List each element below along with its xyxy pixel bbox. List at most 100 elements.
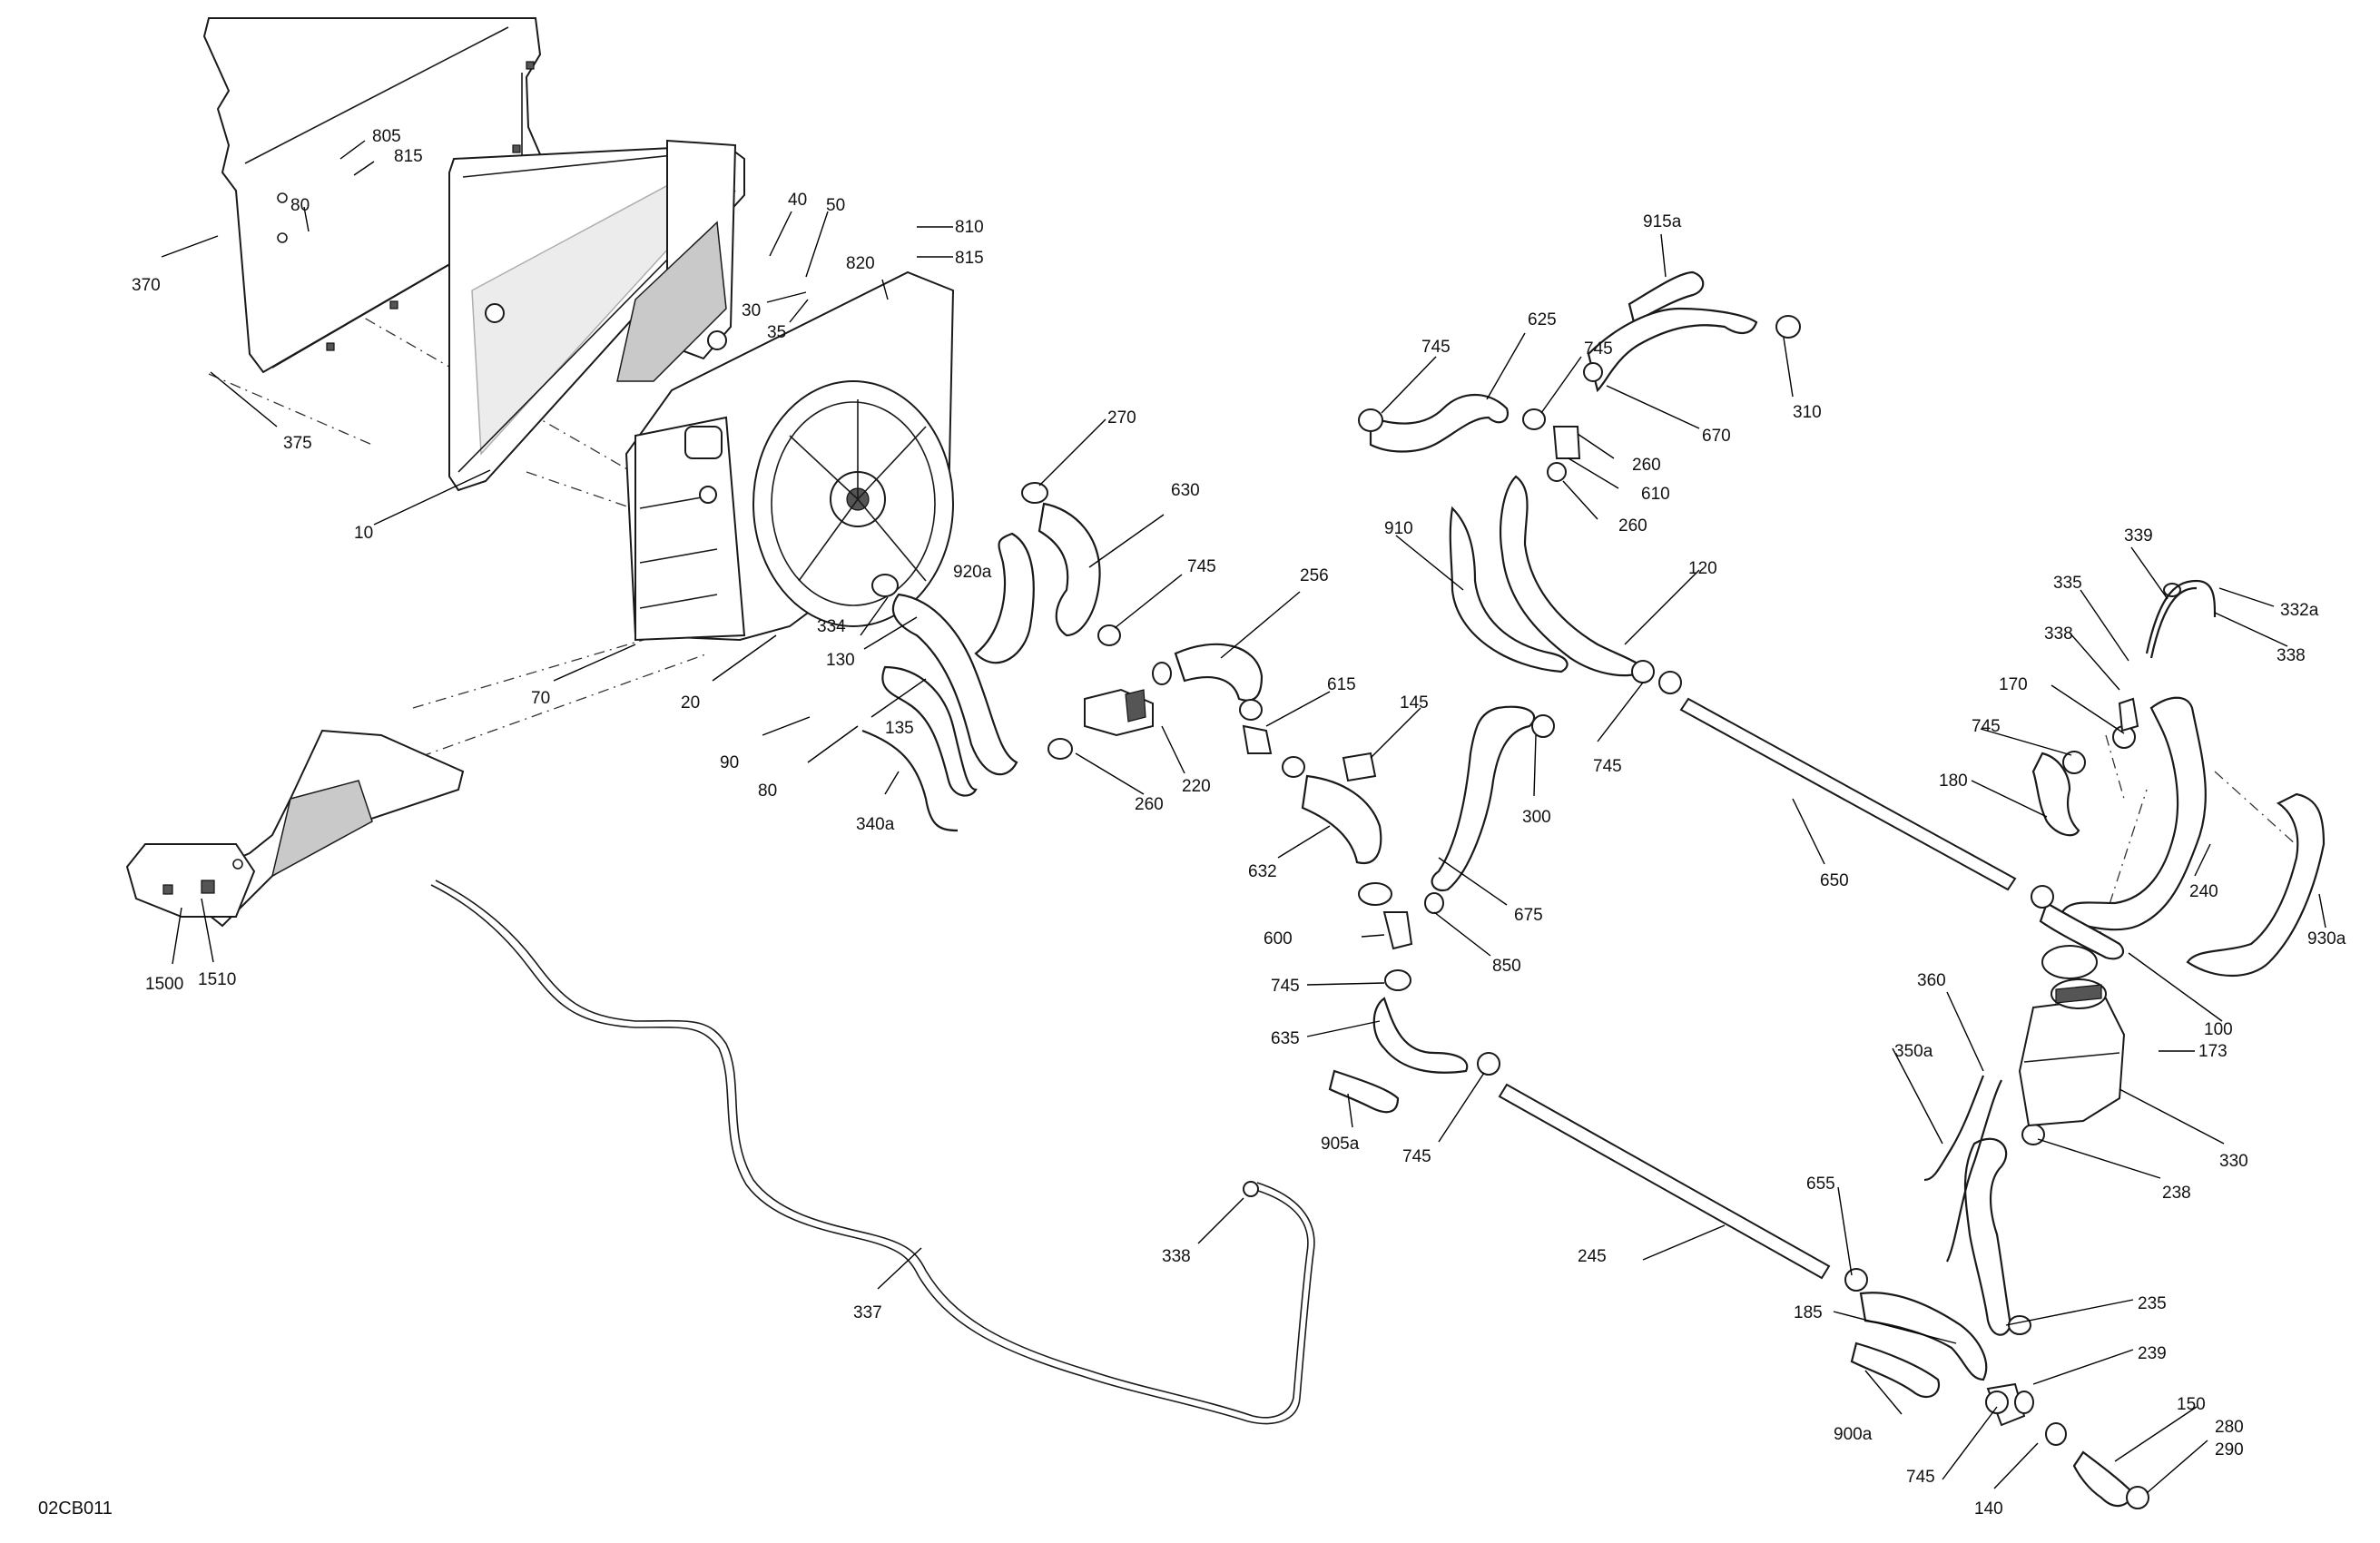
hose-905a: [1328, 1069, 1400, 1114]
hose-900a: [1850, 1342, 1941, 1399]
callout-745: 745: [1906, 1468, 1935, 1487]
callout-135: 135: [885, 719, 914, 738]
callout-220: 220: [1182, 777, 1211, 796]
lower-mounting-bracket: [125, 729, 465, 928]
callout-338: 338: [1162, 1247, 1191, 1266]
callout-130: 130: [826, 651, 855, 670]
hose-130: [891, 593, 1018, 776]
callout-335: 335: [2053, 574, 2082, 593]
callout-600: 600: [1264, 929, 1293, 948]
hose-632: [1301, 774, 1382, 865]
callout-40: 40: [788, 191, 807, 210]
callout-170: 170: [1999, 675, 2028, 694]
hose-240: [2059, 696, 2207, 931]
callout-260: 260: [1632, 456, 1661, 475]
callout-150: 150: [2177, 1395, 2206, 1414]
callout-850: 850: [1492, 957, 1521, 976]
callout-360: 360: [1917, 971, 1946, 990]
hose-180: [2031, 752, 2080, 837]
callout-256: 256: [1300, 566, 1329, 585]
callout-337: 337: [853, 1303, 882, 1322]
callout-375: 375: [283, 434, 312, 453]
callout-810: 810: [955, 218, 984, 237]
callout-35: 35: [767, 323, 786, 342]
callout-260: 260: [1618, 516, 1647, 536]
callout-310: 310: [1793, 403, 1822, 422]
coolant-reservoir: [2018, 945, 2126, 1127]
callout-80: 80: [758, 781, 777, 801]
callout-745: 745: [1187, 557, 1216, 576]
callout-905a: 905a: [1321, 1135, 1360, 1154]
overflow-tubes: [430, 880, 1315, 1425]
callout-235: 235: [2138, 1294, 2167, 1313]
hose-150: [2072, 1450, 2135, 1508]
callout-20: 20: [681, 693, 700, 713]
callout-610: 610: [1641, 485, 1670, 504]
callout-300: 300: [1522, 808, 1551, 827]
hose-910: [1449, 506, 1569, 673]
callout-615: 615: [1327, 675, 1356, 694]
callout-630: 630: [1171, 481, 1200, 500]
callout-140: 140: [1974, 1499, 2003, 1518]
callout-90: 90: [720, 753, 739, 772]
callout-120: 120: [1688, 559, 1717, 578]
hose-930a: [2186, 792, 2326, 977]
callout-338: 338: [2044, 624, 2073, 644]
callout-labels: 805 815 80 370 375 10 40 50 30 35 820 81…: [38, 127, 2346, 1518]
callout-leaders: [161, 140, 2326, 1494]
callout-745: 745: [1972, 717, 2001, 736]
radiator-core: [448, 139, 745, 492]
callout-920a: 920a: [953, 563, 992, 582]
diagram-code: 02CB011: [38, 1499, 113, 1518]
callout-238: 238: [2162, 1184, 2191, 1203]
callout-270: 270: [1107, 408, 1136, 428]
callout-180: 180: [1939, 772, 1968, 791]
hose-635: [1372, 997, 1469, 1074]
hose-185: [1859, 1292, 1988, 1381]
callout-655: 655: [1806, 1174, 1835, 1194]
callout-900a: 900a: [1834, 1425, 1873, 1444]
callout-650: 650: [1820, 871, 1849, 890]
callout-915a: 915a: [1643, 212, 1682, 231]
callout-173: 173: [2198, 1042, 2228, 1061]
callout-632: 632: [1248, 862, 1277, 881]
callout-1500: 1500: [145, 975, 183, 994]
callout-910: 910: [1384, 519, 1413, 538]
hose-625: [1369, 393, 1510, 453]
coolant-pipes: [1498, 697, 2125, 1280]
callout-334: 334: [817, 617, 846, 636]
callout-745: 745: [1421, 338, 1451, 357]
callout-339: 339: [2124, 526, 2153, 545]
callout-185: 185: [1794, 1303, 1823, 1322]
callout-332a: 332a: [2280, 601, 2319, 620]
callout-745: 745: [1402, 1147, 1431, 1166]
callout-10: 10: [354, 524, 373, 543]
callout-820: 820: [846, 254, 875, 273]
fan-shroud-assembly: [625, 270, 955, 642]
callout-260: 260: [1135, 795, 1164, 814]
callout-350a: 350a: [1894, 1042, 1933, 1061]
callout-340a: 340a: [856, 815, 895, 834]
callout-815: 815: [955, 249, 984, 268]
hose-256: [1174, 643, 1264, 702]
callout-745: 745: [1593, 757, 1622, 776]
callout-145: 145: [1400, 693, 1429, 713]
callout-70: 70: [531, 689, 550, 708]
callout-100: 100: [2204, 1020, 2233, 1039]
callout-625: 625: [1528, 310, 1557, 329]
hoses: [861, 270, 2326, 1508]
callout-240: 240: [2189, 882, 2218, 901]
hose-670: [1587, 307, 1758, 393]
callout-805: 805: [372, 127, 401, 146]
callout-635: 635: [1271, 1029, 1300, 1048]
callout-745: 745: [1271, 977, 1300, 996]
callout-280: 280: [2215, 1418, 2244, 1437]
callout-80: 80: [290, 196, 310, 215]
callout-239: 239: [2138, 1344, 2167, 1363]
callout-675: 675: [1514, 906, 1543, 925]
callout-370: 370: [132, 276, 161, 295]
callout-930a: 930a: [2307, 929, 2346, 948]
callout-50: 50: [826, 196, 845, 215]
callout-290: 290: [2215, 1440, 2244, 1459]
